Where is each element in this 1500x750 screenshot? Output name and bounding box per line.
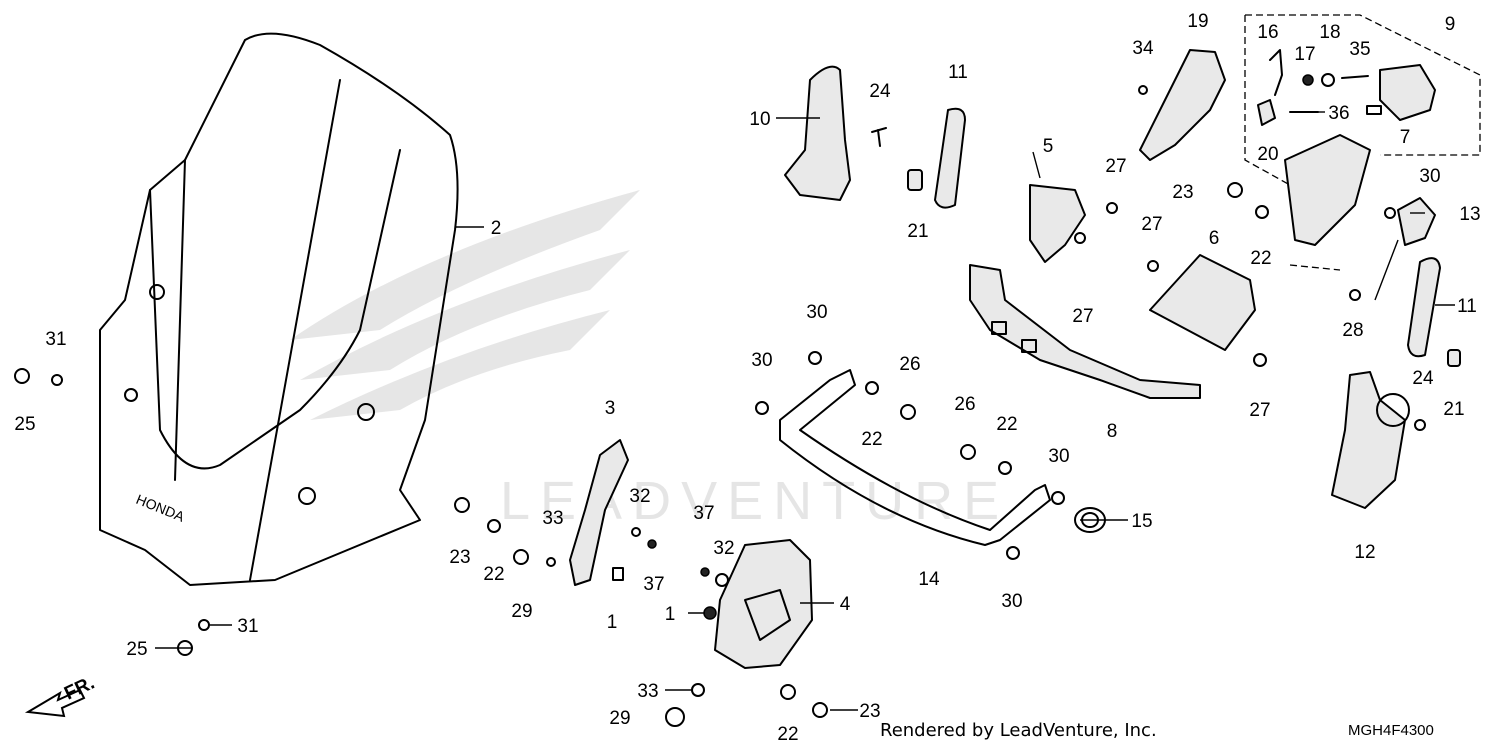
callout-30d: 30 [1001,591,1022,612]
callout-21a: 21 [907,221,928,242]
callout-27c: 27 [1072,306,1093,327]
front-direction-arrow: FR. [24,673,98,718]
callout-6: 6 [1209,228,1220,249]
cover-5-part[interactable] [1029,184,1086,263]
callout-16: 16 [1257,22,1278,43]
callout-23c: 23 [859,701,880,722]
callout-23a: 23 [1172,182,1193,203]
svg-text:HONDA: HONDA [134,491,187,525]
callout-22c: 22 [1250,248,1271,269]
bracket-12-part[interactable] [1331,371,1410,509]
callout-35: 35 [1349,39,1370,60]
plate-13-part[interactable] [1384,197,1436,246]
callout-11a: 11 [948,62,968,83]
callout-17: 17 [1294,44,1315,65]
callout-18: 18 [1319,22,1340,43]
honda-wing-watermark [290,190,640,420]
slider-11-top-part[interactable] [934,107,966,209]
callout-25a: 25 [14,414,35,435]
callout-30e: 30 [1419,166,1440,187]
callout-30a: 30 [806,302,827,323]
callout-1b: 1 [665,604,676,625]
callout-5: 5 [1043,136,1054,157]
block-9-part[interactable] [1284,64,1436,246]
rendered-by-credit: Rendered by LeadVenture, Inc. [880,720,1157,741]
arm-3-part[interactable] [569,439,629,586]
callout-7: 7 [1400,127,1411,148]
slider-11-right-part[interactable] [1407,257,1441,358]
callout-30b: 30 [751,350,772,371]
callout-30c: 30 [1048,446,1069,467]
callout-4: 4 [840,594,851,615]
bracket-8-part[interactable] [969,264,1201,399]
callout-15: 15 [1131,511,1152,532]
callout-21b: 21 [1443,399,1464,420]
callout-23b: 23 [449,547,470,568]
bracket-4-part[interactable] [714,539,813,669]
fasteners [14,85,1461,727]
leader-lines [155,111,1455,711]
callout-9: 9 [1445,14,1456,35]
callout-36: 36 [1328,103,1349,124]
callout-31a: 31 [45,329,66,350]
small-parts-cluster[interactable] [1257,49,1382,126]
callout-26b: 26 [954,394,975,415]
cover-6-part[interactable] [1149,254,1256,351]
callout-10: 10 [749,109,770,130]
callout-1a: 1 [607,612,618,633]
assembly-9-box [1244,14,1481,271]
callout-3: 3 [605,398,616,419]
callout-33a: 33 [542,508,563,529]
nut-21-top-part[interactable] [907,169,923,191]
callout-24a: 24 [869,81,891,102]
callout-29b: 29 [609,708,630,729]
callout-27b: 27 [1141,214,1162,235]
callout-11b: 11 [1457,296,1477,317]
callout-29a: 29 [511,601,532,622]
crossbar-14-part[interactable] [779,369,1051,546]
callout-25b: 25 [126,639,147,660]
arm-19-part[interactable] [1139,49,1226,161]
callout-22b: 22 [996,414,1017,435]
callout-19: 19 [1187,11,1208,32]
callout-27a: 27 [1105,156,1126,177]
callout-26a: 26 [899,354,920,375]
callout-34: 34 [1132,38,1154,59]
callout-22e: 22 [777,724,798,745]
callout-12: 12 [1354,542,1375,563]
callout-33b: 33 [637,681,658,702]
callout-labels: 1 1 2 3 4 5 6 7 8 9 10 11 11 12 13 14 15… [14,11,1480,745]
screw-24-part[interactable] [871,127,887,147]
callout-22d: 22 [483,564,504,585]
callout-2: 2 [491,218,502,239]
callout-37b: 37 [693,503,714,524]
callout-28: 28 [1342,320,1363,341]
callout-20: 20 [1257,144,1278,165]
callout-32a: 32 [629,486,650,507]
diagram-code: MGH4F4300 [1348,722,1434,739]
callout-24b: 24 [1412,368,1434,389]
callout-22a: 22 [861,429,882,450]
bracket-10-part[interactable] [784,65,851,201]
callout-14: 14 [918,569,940,590]
callout-13: 13 [1459,204,1480,225]
callout-32b: 32 [713,538,734,559]
callout-31b: 31 [237,616,258,637]
callout-37a: 37 [643,574,664,595]
callout-27d: 27 [1249,400,1270,421]
callout-8: 8 [1107,421,1118,442]
